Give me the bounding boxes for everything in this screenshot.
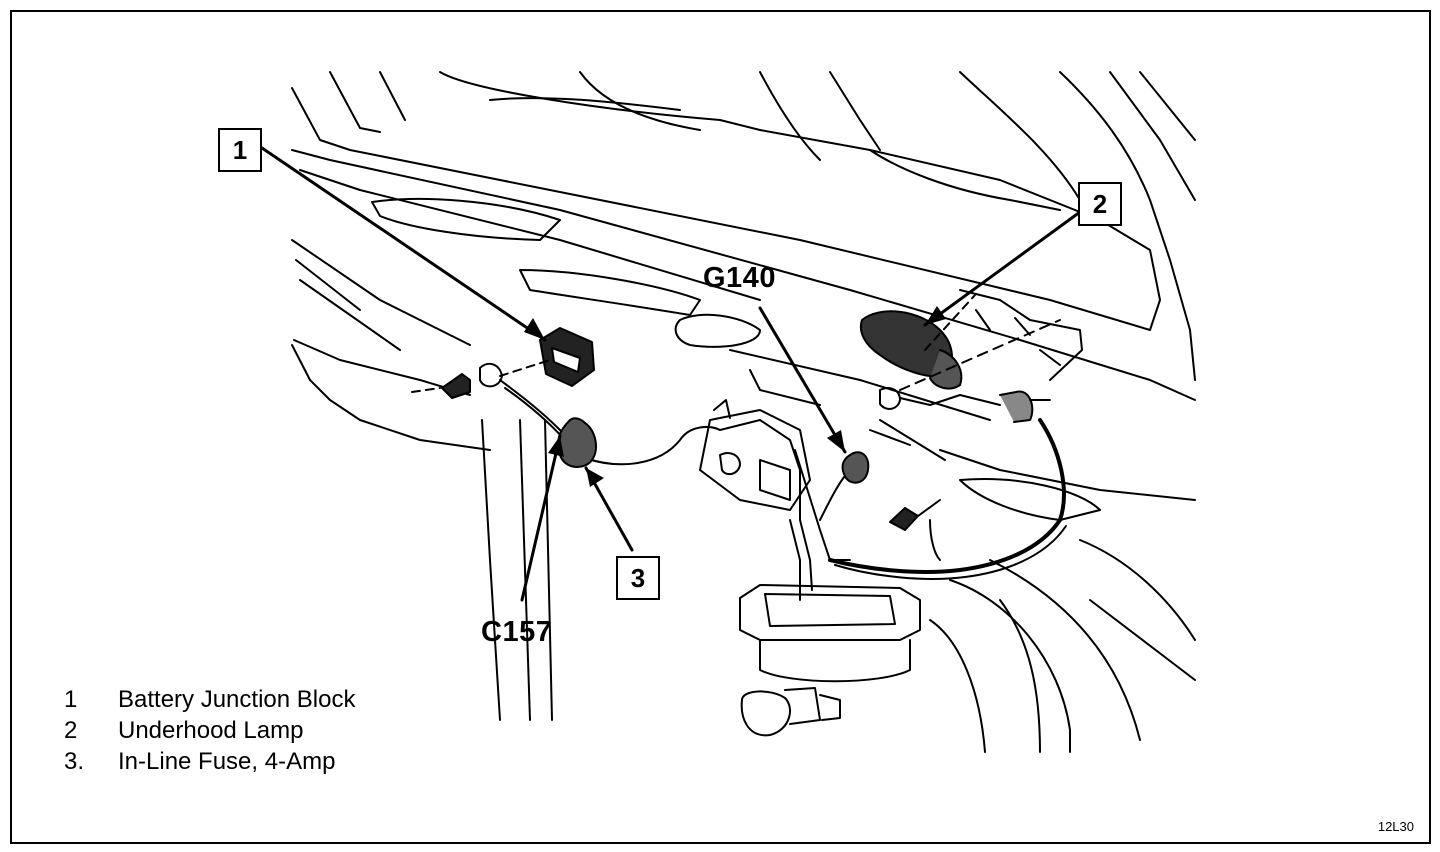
legend-item-number: 3.	[64, 747, 85, 775]
callout-2: 2	[1078, 182, 1122, 226]
legend-item: 1 Battery Junction Block	[64, 684, 355, 715]
legend-item: 2 Underhood Lamp	[64, 715, 355, 746]
connector-label-c157: C157	[481, 616, 553, 648]
legend-item: 3. In-Line Fuse, 4-Amp	[64, 746, 355, 777]
battery-junction-block-shape	[411, 327, 595, 399]
connector-label-g140: G140	[703, 262, 776, 294]
legend-item-number: 2	[64, 716, 78, 744]
figure-id: 12L30	[1377, 819, 1414, 834]
callout-1: 1	[218, 128, 262, 172]
actuator-unit	[699, 399, 811, 511]
hood-outline	[291, 71, 1196, 381]
cowl-panel	[291, 149, 1196, 521]
legend-item-text: Battery Junction Block	[118, 685, 356, 713]
wiring-harness	[499, 379, 1067, 601]
leader-arrowheads	[524, 306, 946, 487]
callout-3: 3	[616, 556, 660, 600]
master-cylinder	[739, 584, 921, 737]
legend-item-text: In-Line Fuse, 4-Amp	[118, 747, 336, 775]
underhood-lamp-shape	[860, 289, 1083, 461]
legend-item-text: Underhood Lamp	[118, 716, 304, 744]
legend-item-number: 1	[64, 685, 78, 713]
lower-structure	[481, 419, 1196, 753]
legend: 1 Battery Junction Block 2 Underhood Lam…	[64, 684, 355, 777]
